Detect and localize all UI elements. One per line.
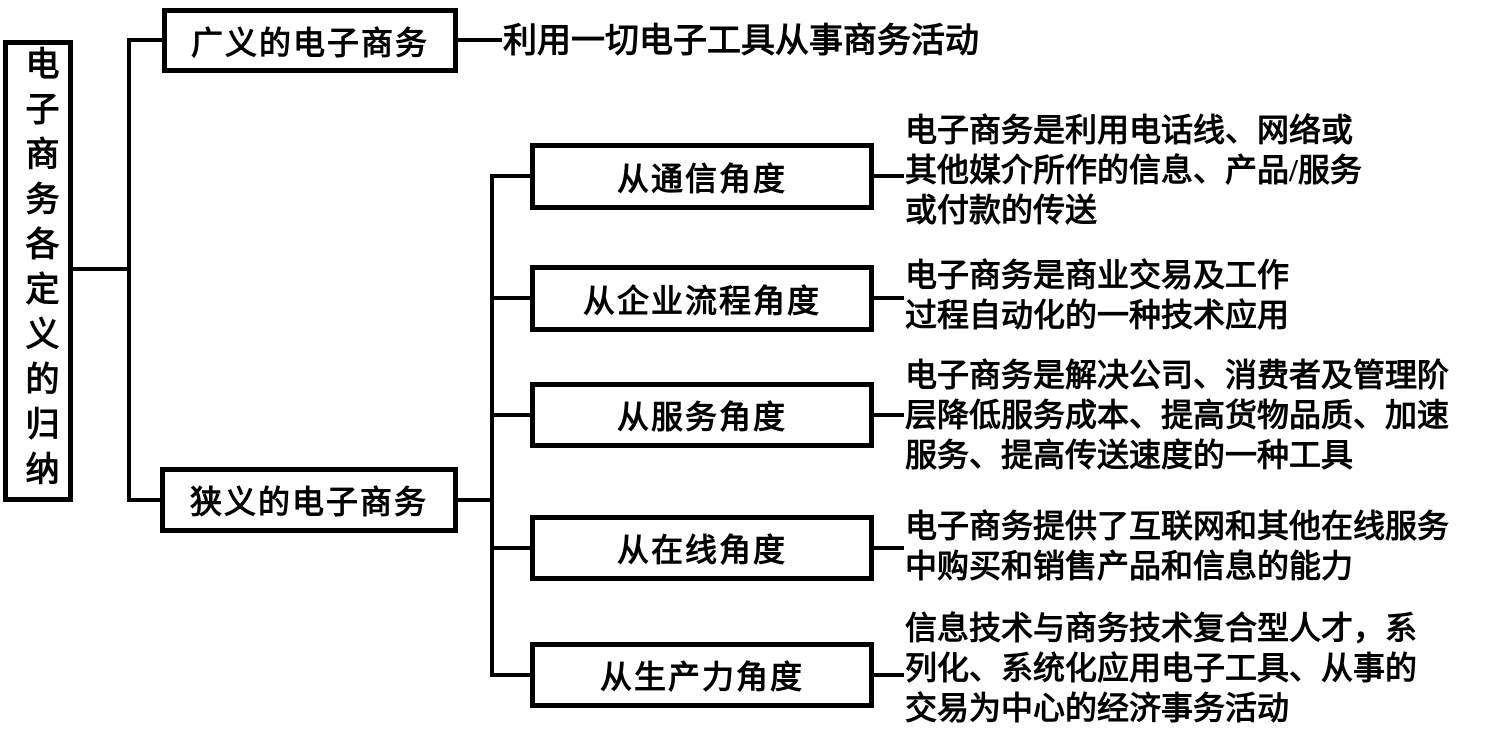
- connector-branch-4-to-desc: [872, 673, 904, 677]
- connector-trunk2-to-branch-0: [490, 174, 534, 178]
- connector-trunk1-to-broad: [127, 38, 162, 42]
- description-line: 交易为中心的经济事务活动: [905, 690, 1290, 726]
- trunk2-vertical-line: [490, 174, 494, 677]
- box-perspective-online: 从在线角度: [530, 515, 874, 581]
- productivity-description: 信息技术与商务技术复合型人才，系 列化、系统化应用电子工具、从事的 交易为中心的…: [905, 608, 1417, 728]
- connector-trunk2-to-branch-3: [490, 546, 534, 550]
- service-description: 电子商务是解决公司、消费者及管理阶 层降低服务成本、提高货物品质、加速 服务、提…: [905, 355, 1449, 475]
- connector-trunk2-to-branch-2: [490, 413, 534, 417]
- connector-narrow-to-trunk2: [458, 498, 490, 502]
- broad-ecommerce-label: 广义的电子商务: [190, 24, 429, 61]
- root-category-label: 电子商务各定义的归纳: [20, 46, 57, 496]
- description-line: 列化、系统化应用电子工具、从事的: [905, 650, 1418, 686]
- perspective-communication-label: 从通信角度: [616, 160, 787, 197]
- broad-ecommerce-description: 利用一切电子工具从事商务活动: [503, 23, 979, 60]
- connector-branch-1-to-desc: [872, 296, 904, 300]
- box-narrow-ecommerce: 狭义的电子商务: [160, 467, 458, 533]
- description-line: 过程自动化的一种技术应用: [905, 297, 1290, 333]
- perspective-online-label: 从在线角度: [616, 532, 787, 568]
- connector-trunk2-to-branch-1: [490, 296, 534, 300]
- box-perspective-communication: 从通信角度: [530, 143, 874, 210]
- narrow-ecommerce-label: 狭义的电子商务: [189, 484, 428, 520]
- description-line: 电子商务提供了互联网和其他在线服务: [905, 508, 1450, 544]
- description-line: 中购买和销售产品和信息的能力: [905, 548, 1354, 584]
- perspective-business-process-label: 从企业流程角度: [582, 282, 821, 319]
- connector-root-to-trunk1: [72, 267, 127, 271]
- connector-trunk2-to-branch-4: [490, 673, 534, 677]
- perspective-productivity-label: 从生产力角度: [599, 659, 804, 695]
- business-process-description: 电子商务是商业交易及工作 过程自动化的一种技术应用: [905, 255, 1289, 335]
- online-description: 电子商务提供了互联网和其他在线服务 中购买和销售产品和信息的能力: [905, 506, 1449, 586]
- connector-branch-0-to-desc: [872, 174, 904, 178]
- description-line: 服务、提高传送速度的一种工具: [905, 437, 1354, 473]
- root-category-box: 电子商务各定义的归纳: [3, 40, 73, 502]
- perspective-service-label: 从服务角度: [616, 399, 787, 435]
- connector-trunk1-to-narrow: [127, 498, 160, 502]
- trunk1-vertical-line: [127, 38, 131, 502]
- connector-branch-2-to-desc: [872, 413, 904, 417]
- description-line: 信息技术与商务技术复合型人才，系: [905, 610, 1418, 646]
- box-perspective-business-process: 从企业流程角度: [530, 265, 874, 332]
- description-line: 电子商务是利用电话线、网络或: [905, 112, 1354, 148]
- description-line: 或付款的传送: [905, 192, 1098, 228]
- description-line: 电子商务是商业交易及工作: [905, 257, 1290, 293]
- description-line: 电子商务是解决公司、消费者及管理阶: [905, 357, 1450, 393]
- box-broad-ecommerce: 广义的电子商务: [162, 8, 458, 73]
- connector-broad-to-desc: [457, 38, 502, 42]
- connector-branch-3-to-desc: [872, 546, 904, 550]
- description-line: 其他媒介所作的信息、产品/服务: [905, 152, 1362, 188]
- communication-description: 电子商务是利用电话线、网络或 其他媒介所作的信息、产品/服务 或付款的传送: [905, 110, 1362, 230]
- box-perspective-service: 从服务角度: [530, 382, 874, 448]
- description-line: 层降低服务成本、提高货物品质、加速: [905, 397, 1450, 433]
- box-perspective-productivity: 从生产力角度: [530, 642, 874, 708]
